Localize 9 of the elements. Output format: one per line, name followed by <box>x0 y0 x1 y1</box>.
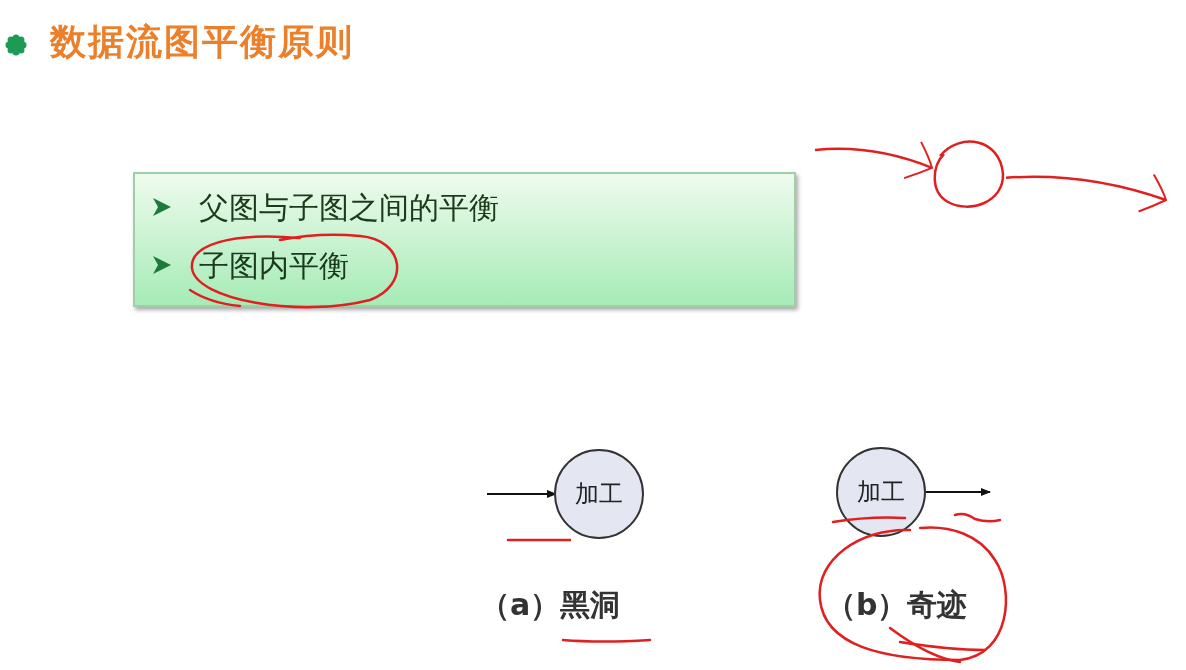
process-circle: 加工 <box>554 449 644 539</box>
title: 数据流图平衡原则 <box>50 19 354 64</box>
content-box <box>133 172 796 307</box>
bullet-text: 子图内平衡 <box>199 247 349 285</box>
bullet-text: 父图与子图之间的平衡 <box>199 189 499 227</box>
figure-caption: （b）奇迹 <box>826 586 968 624</box>
arrow <box>925 488 991 496</box>
figure-caption: （a）黑洞 <box>480 586 621 624</box>
process-circle: 加工 <box>836 447 926 537</box>
